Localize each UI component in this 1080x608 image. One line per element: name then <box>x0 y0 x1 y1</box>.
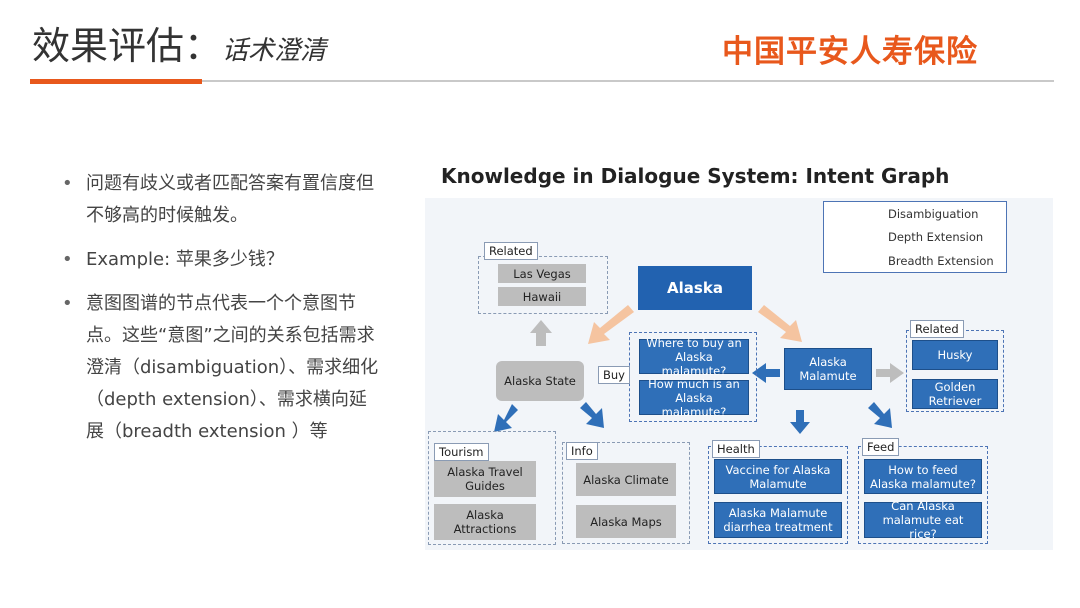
breadth-arrow-up-icon <box>530 320 552 346</box>
vaccine-node: Vaccine for Alaska Malamute <box>714 459 842 494</box>
husky-node: Husky <box>912 340 998 370</box>
header-accent-bar <box>30 79 202 84</box>
alaska-node: Alaska <box>638 266 752 310</box>
feed-label: Feed <box>862 438 900 456</box>
where-to-buy-node: Where to buy an Alaska malamute? <box>639 336 749 378</box>
depth-arrow-health-icon <box>790 410 810 434</box>
legend: Disambiguation Depth Extension Breadth E… <box>823 201 1007 273</box>
tourism-label: Tourism <box>434 443 489 461</box>
diarrhea-node: Alaska Malamute diarrhea treatment <box>714 502 842 538</box>
related-left-group <box>478 256 608 314</box>
depth-arrow-left-icon <box>752 363 780 383</box>
disambiguation-arrow-right-icon <box>758 305 802 342</box>
legend-disambiguation-label: Disambiguation <box>888 207 979 221</box>
health-label: Health <box>712 440 760 458</box>
feed-group <box>858 446 988 544</box>
travel-guides-node: Alaska Travel Guides <box>434 461 536 497</box>
bullet-item: Example: 苹果多少钱？ <box>62 244 382 276</box>
legend-depth-label: Depth Extension <box>888 230 984 244</box>
how-much-node: How much is an Alaska malamute? <box>639 377 749 419</box>
info-group <box>562 442 690 544</box>
page-subtitle: 话术澄清 <box>222 36 327 66</box>
disambiguation-arrow-left-icon <box>588 305 634 344</box>
page-title: 效果评估：话术澄清 <box>32 22 326 75</box>
climate-node: Alaska Climate <box>576 463 676 496</box>
legend-breadth-label: Breadth Extension <box>888 254 994 268</box>
health-group <box>708 446 848 544</box>
info-label: Info <box>566 442 598 460</box>
las-vegas-node: Las Vegas <box>498 264 586 283</box>
page-title-main: 效果评估： <box>32 24 223 68</box>
depth-arrow-tourism-icon <box>494 404 518 432</box>
attractions-node: Alaska Attractions <box>434 504 536 540</box>
header-divider <box>30 80 1054 82</box>
how-to-feed-node: How to feed Alaska malamute? <box>864 459 982 494</box>
tourism-group <box>428 431 556 545</box>
bullet-list: 问题有歧义或者匹配答案有置信度但不够高的时候触发。 Example: 苹果多少钱… <box>62 168 382 460</box>
related-left-label: Related <box>484 242 538 260</box>
depth-arrow-feed-icon <box>868 402 892 428</box>
figure-title: Knowledge in Dialogue System: Intent Gra… <box>441 164 950 188</box>
alaska-state-node: Alaska State <box>496 361 584 401</box>
bullet-item: 问题有歧义或者匹配答案有置信度但不够高的时候触发。 <box>62 168 382 232</box>
brand-logo-text: 中国平安人寿保险 <box>722 34 978 70</box>
bullet-item: 意图图谱的节点代表一个个意图节点。这些“意图”之间的关系包括需求澄清（disam… <box>62 288 382 448</box>
hawaii-node: Hawaii <box>498 287 586 306</box>
depth-arrow-info-icon <box>580 402 604 428</box>
alaska-malamute-node: Alaska Malamute <box>784 348 872 390</box>
eat-rice-node: Can Alaska malamute eat rice? <box>864 499 982 541</box>
golden-retriever-node: Golden Retriever <box>912 379 998 409</box>
related-right-label: Related <box>910 320 964 338</box>
buy-label: Buy <box>598 366 630 384</box>
breadth-arrow-right-icon <box>876 363 904 383</box>
maps-node: Alaska Maps <box>576 505 676 538</box>
